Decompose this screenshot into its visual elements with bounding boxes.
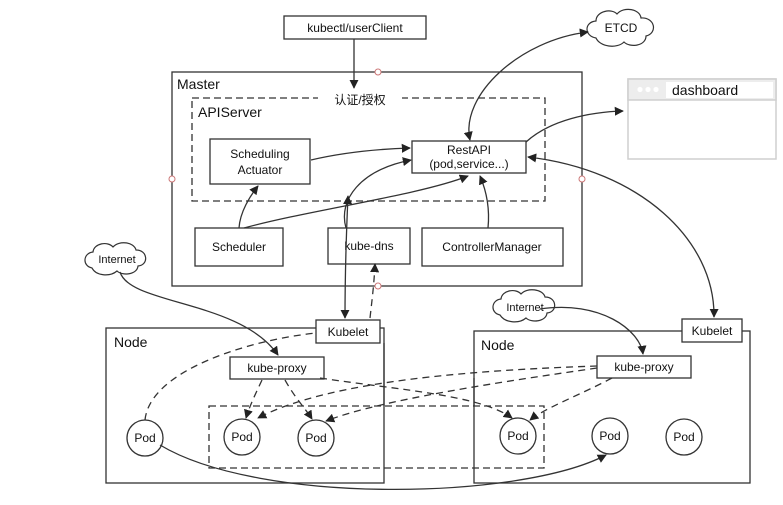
resize-handle: [374, 68, 382, 76]
pod-circle[interactable]: [297, 419, 335, 457]
dashed-arrow-proxy-pod: [319, 377, 513, 419]
pod-circle[interactable]: [499, 417, 537, 455]
restapi-box[interactable]: [411, 140, 527, 174]
scheduler-box[interactable]: [194, 227, 284, 267]
kube-proxy-right-label: kube-proxy: [614, 360, 673, 374]
dashed-arrow-proxy-pod: [284, 379, 313, 420]
pod-label: Pod: [507, 429, 528, 443]
pod-circle[interactable]: [223, 418, 261, 456]
kubectl-client-label: kubectl/userClient: [307, 21, 403, 35]
arrow-restapi-dashboard: [525, 106, 624, 143]
window-dot-icon: [637, 86, 643, 93]
dashboard-title: dashboard: [672, 82, 738, 98]
etcd-cloud-icon: [586, 8, 654, 47]
auth-label-bg: [318, 90, 402, 110]
node-left-title: Node: [114, 334, 148, 350]
kubelet-right-label: Kubelet: [692, 324, 733, 338]
arrow-pod-to-pod: [159, 444, 607, 491]
internet-left-label: Internet: [98, 254, 135, 266]
restapi-line1: RestAPI: [447, 143, 491, 157]
internet-left-cloud-icon: [84, 242, 147, 276]
pod-label: Pod: [134, 431, 155, 445]
arrow-internet-right-kubeproxy: [539, 306, 647, 355]
arrow-actuator-restapi: [310, 143, 411, 161]
master-title: Master: [177, 76, 220, 92]
kube-proxy-right-box[interactable]: [596, 355, 692, 379]
etcd-label: ETCD: [605, 21, 638, 35]
pod-label: Pod: [673, 430, 694, 444]
arrow-restapi-kubelet-right: [527, 153, 719, 318]
scheduling-actuator-line1: Scheduling: [230, 147, 289, 161]
scheduling-actuator-box[interactable]: [209, 138, 311, 185]
pod-label: Pod: [231, 430, 252, 444]
dashed-arrow-proxy-pod: [257, 365, 598, 419]
restapi-line2: (pod,service...): [429, 157, 508, 171]
kube-proxy-left-box[interactable]: [229, 356, 325, 380]
scheduling-actuator-line2: Actuator: [238, 163, 283, 177]
dashboard-title-field: [666, 82, 773, 98]
window-dot-icon: [653, 86, 659, 93]
kubelet-left-label: Kubelet: [328, 325, 369, 339]
dashed-arrow-proxy-pod: [244, 379, 263, 419]
dashed-arrow-proxy-pod: [529, 377, 613, 421]
kube-dns-label: kube-dns: [344, 239, 393, 253]
arrow-scheduler-actuator: [238, 185, 259, 229]
kubelet-right-box[interactable]: [681, 318, 743, 343]
internet-right-label: Internet: [506, 302, 543, 314]
window-dot-icon: [645, 86, 651, 93]
auth-label: 认证/授权: [334, 92, 385, 107]
dashed-arrow-kubelet-dns: [369, 263, 380, 319]
dashed-arrow-proxy-pod: [325, 367, 598, 423]
pod-label: Pod: [599, 429, 620, 443]
arrow-restapi-etcd: [463, 28, 589, 141]
apiserver-title: APIServer: [198, 104, 262, 120]
resize-handle: [374, 282, 382, 290]
dashed-line-pod-kubelet: [144, 332, 317, 421]
node-right-title: Node: [481, 337, 515, 353]
pod-circle[interactable]: [665, 418, 703, 456]
pod-circle[interactable]: [591, 417, 629, 455]
arrow-restapi-kubelet-left: [340, 195, 353, 319]
pod-label: Pod: [305, 431, 326, 445]
kube-proxy-left-label: kube-proxy: [247, 361, 306, 375]
node-right-frame: [473, 330, 751, 484]
kubelet-left-box[interactable]: [315, 319, 381, 344]
resize-handle: [578, 175, 586, 183]
arrow-scheduler-restapi: [243, 174, 469, 229]
kubectl-client-box[interactable]: [283, 15, 427, 40]
arrow-controller-restapi: [479, 175, 490, 229]
scheduler-label: Scheduler: [212, 240, 266, 254]
arrow-internet-left-kubeproxy: [119, 271, 279, 356]
resize-handle: [168, 175, 176, 183]
controller-manager-label: ControllerManager: [442, 240, 541, 254]
pod-group-dashed-frame: [208, 405, 545, 469]
